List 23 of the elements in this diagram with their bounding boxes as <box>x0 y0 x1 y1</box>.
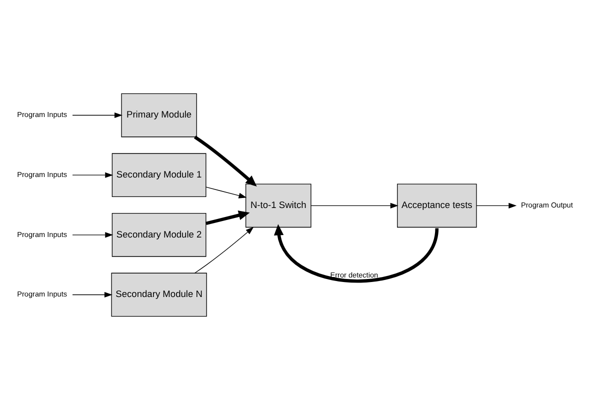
edge-label: Error detection <box>330 270 378 279</box>
arrow <box>274 224 439 282</box>
arrow <box>310 202 398 208</box>
arrow <box>72 232 114 238</box>
node-box: N-to-1 Switch <box>245 183 312 228</box>
node-box: Secondary Module 2 <box>112 212 206 256</box>
node-text: Program Inputs <box>17 289 68 298</box>
arrow <box>206 186 247 198</box>
arrow <box>206 210 250 225</box>
node-box: Secondary Module 1 <box>112 152 206 197</box>
node-text: Program Inputs <box>17 110 68 119</box>
node-box: Acceptance tests <box>397 183 477 228</box>
node-box: Primary Module <box>121 92 197 137</box>
arrow <box>194 226 254 273</box>
node-text: Program Inputs <box>17 229 68 238</box>
arrow <box>72 291 112 298</box>
node-text: Program Inputs <box>17 169 68 178</box>
node-box: Secondary Module N <box>111 272 207 316</box>
arrow <box>476 202 517 208</box>
arrow <box>72 112 122 118</box>
arrow <box>72 172 114 178</box>
arrow <box>194 135 257 186</box>
node-text: Program Output <box>520 200 573 210</box>
